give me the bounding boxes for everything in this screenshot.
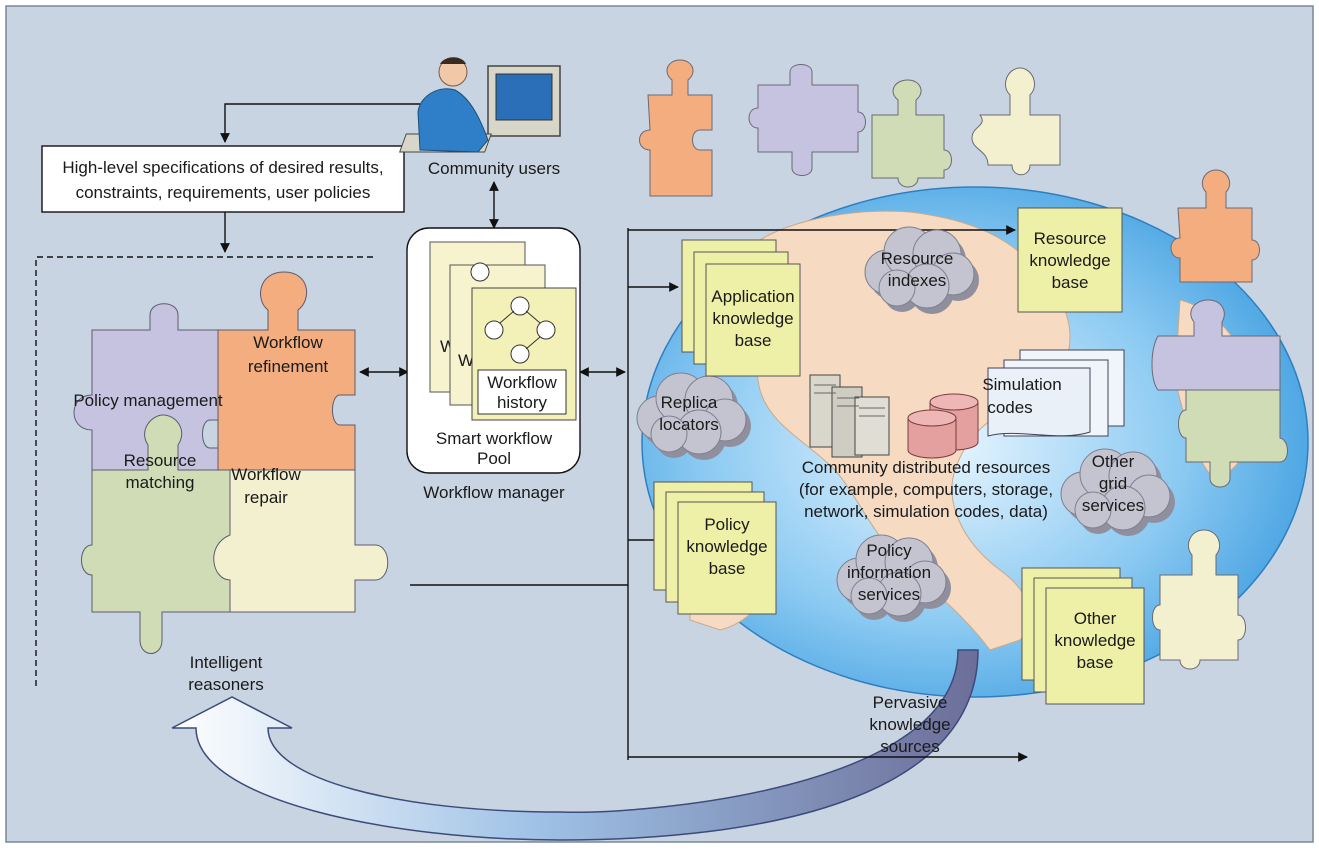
other-kb-label-2: knowledge [1054, 631, 1135, 650]
community-resources-line-2: (for example, computers, storage, [799, 480, 1053, 499]
connectors [35, 103, 1028, 762]
workflow-history-doc: Workflow history [471, 287, 577, 421]
cloud-other-grid-label-1: Other [1092, 452, 1135, 471]
simulation-codes-label-1: Simulation [982, 375, 1061, 394]
workflow-history-label-2: history [497, 393, 548, 412]
workflow-manager-label: Workflow manager [423, 483, 565, 502]
floating-piece-orange-2 [1170, 169, 1260, 283]
cloud-other-grid-label-3: services [1082, 496, 1144, 515]
cloud-policy-info-label-1: Policy [866, 541, 912, 560]
floating-piece-lavender-1 [748, 64, 866, 176]
workflow-node [484, 320, 504, 340]
workflow-node [510, 344, 530, 364]
doc-mid-letter-1: W [458, 351, 474, 370]
cloud-other-grid-services: Other grid services [1060, 448, 1175, 536]
simulation-codes-doc: Simulation codes [982, 349, 1125, 437]
cloud-policy-info-label-2: information [847, 563, 931, 582]
resource-knowledge-base: Resource knowledge base [1017, 207, 1123, 313]
floating-piece-cream-2 [1152, 529, 1246, 670]
community-resources-line-3: network, simulation codes, data) [804, 502, 1048, 521]
workflow-refinement-label-1: Workflow [253, 333, 323, 352]
cloud-replica-locators-label-2: locators [659, 415, 719, 434]
spec-line-1: High-level specifications of desired res… [62, 158, 383, 177]
policy-kb-label-2: knowledge [686, 537, 767, 556]
workflow-repair-label-1: Workflow [231, 465, 301, 484]
res-kb-label-2: knowledge [1029, 251, 1110, 270]
cloud-other-grid-label-2: grid [1099, 474, 1127, 493]
community-user-figure [398, 57, 561, 153]
floating-piece-green-1 [871, 79, 952, 188]
workflow-refinement-label-2: refinement [248, 357, 329, 376]
workflow-refinement-piece [217, 271, 356, 471]
cloud-resource-indexes: Resource indexes [864, 226, 979, 314]
pervasive-sources-label-1: Pervasive [873, 693, 948, 712]
res-kb-label-1: Resource [1034, 229, 1107, 248]
pervasive-sources-label-2: knowledge [869, 715, 950, 734]
workflow-pool: W W Workflow history Smart workflow Pool [406, 227, 581, 474]
cloud-policy-info-label-3: services [858, 585, 920, 604]
workflow-repair-piece [213, 469, 389, 613]
floating-piece-orange [639, 59, 713, 197]
cloud-policy-information-services: Policy information services [836, 534, 951, 622]
other-kb-label-3: base [1077, 653, 1114, 672]
policy-kb-label-1: Policy [704, 515, 750, 534]
floating-piece-green-2 [1178, 389, 1288, 488]
res-kb-label-3: base [1052, 273, 1089, 292]
cloud-resource-indexes-label-1: Resource [881, 249, 954, 268]
intelligent-reasoners-label-2: reasoners [188, 675, 264, 694]
resource-matching-label-2: matching [126, 473, 195, 492]
pool-title-1: Smart workflow [436, 429, 553, 448]
intelligent-reasoners-label-1: Intelligent [190, 653, 263, 672]
app-kb-label-1: Application [711, 287, 794, 306]
policy-management-piece [73, 303, 231, 471]
reasoner-puzzle: Policy management Workflow refinement Re… [73, 271, 389, 654]
resource-matching-piece [81, 414, 231, 654]
workflow-node [510, 296, 530, 316]
policy-knowledge-base: Policy knowledge base [653, 481, 777, 615]
policy-kb-label-3: base [709, 559, 746, 578]
workflow-node [536, 320, 556, 340]
floating-puzzle-pieces [639, 59, 1288, 670]
application-knowledge-base: Application knowledge base [681, 239, 801, 377]
other-kb-label-1: Other [1074, 609, 1117, 628]
cloud-replica-locators: Replica locators [636, 372, 751, 460]
app-kb-label-3: base [735, 331, 772, 350]
app-kb-label-2: knowledge [712, 309, 793, 328]
resource-matching-label-1: Resource [124, 451, 197, 470]
pool-title-2: Pool [477, 449, 511, 468]
cloud-replica-locators-label-1: Replica [661, 393, 718, 412]
workflow-history-label-1: Workflow [487, 373, 557, 392]
reasoner-dashed-bracket [35, 256, 373, 690]
cloud-resource-indexes-label-2: indexes [888, 271, 947, 290]
feedback-arrow [171, 649, 979, 841]
spec-line-2: constraints, requirements, user policies [76, 183, 371, 202]
policy-management-label: Policy management [73, 391, 223, 410]
floating-piece-cream-1 [971, 67, 1061, 176]
workflow-repair-label-2: repair [244, 488, 288, 507]
user-to-spec-arrow [220, 103, 420, 143]
community-resources-line-1: Community distributed resources [802, 458, 1050, 477]
server-rack-icon [809, 374, 890, 458]
spec-box: High-level specifications of desired res… [41, 145, 405, 213]
other-knowledge-base: Other knowledge base [1021, 567, 1145, 705]
person-icon [417, 88, 489, 153]
pervasive-sources-label-3: sources [880, 737, 940, 756]
simulation-codes-label-2: codes [987, 398, 1032, 417]
floating-piece-lavender-2 [1151, 299, 1281, 391]
community-users-label: Community users [428, 159, 560, 178]
storage-disk-icon [907, 393, 979, 459]
